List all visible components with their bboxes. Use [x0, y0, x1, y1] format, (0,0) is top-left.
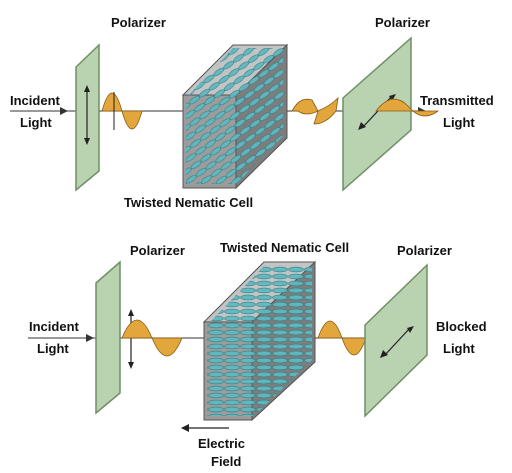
- top-incident-arrow: [60, 107, 68, 115]
- bottom-incident-label-1: Incident: [29, 319, 80, 334]
- electric-field-label-1: Electric: [198, 436, 245, 451]
- top-left-axis-arrow-down: [84, 138, 90, 145]
- bottom-incident-label-2: Light: [37, 341, 69, 356]
- bottom-after-cell-wave: [317, 320, 367, 356]
- electric-field-label-2: Field: [211, 454, 241, 469]
- top-panel: Polarizer Polarizer Incident Light Trans…: [10, 15, 494, 210]
- bottom-incident-arrow: [86, 334, 94, 342]
- top-transmitted-label-1: Transmitted: [420, 93, 494, 108]
- bottom-right-axis-arrow-a: [380, 350, 388, 358]
- bottom-left-axis-arrow-down: [128, 362, 134, 369]
- top-incident-label-2: Light: [20, 115, 52, 130]
- top-left-axis-arrow-up: [84, 85, 90, 92]
- top-cell-molecules: [186, 48, 283, 184]
- top-right-axis-arrow-b: [389, 94, 396, 101]
- top-polarizer-left-label: Polarizer: [111, 15, 166, 30]
- top-transmitted-label-2: Light: [443, 115, 475, 130]
- bottom-cell-molecules: [207, 266, 312, 416]
- top-polarizer-right-label: Polarizer: [375, 15, 430, 30]
- top-right-polarizer: [342, 36, 412, 192]
- bottom-left-axis-arrow-up: [128, 309, 134, 316]
- top-twisted-wave-2: [313, 96, 339, 125]
- bottom-right-polarizer: [364, 263, 428, 418]
- top-transmitted-wave: [375, 98, 440, 117]
- electric-field-arrowhead: [181, 424, 189, 432]
- top-incident-wave: [101, 92, 143, 130]
- bottom-polarizer-left-label: Polarizer: [130, 243, 185, 258]
- bottom-panel: Polarizer Twisted Nematic Cell Polarizer…: [28, 240, 487, 469]
- bottom-left-polarizer: [95, 260, 121, 415]
- top-cell-label: Twisted Nematic Cell: [124, 195, 253, 210]
- bottom-cell-label: Twisted Nematic Cell: [220, 240, 349, 255]
- bottom-right-polarizer-axis: [383, 327, 411, 357]
- top-incident-label-1: Incident: [10, 93, 61, 108]
- bottom-incident-wave: [121, 319, 183, 357]
- bottom-polarizer-right-label: Polarizer: [397, 243, 452, 258]
- bottom-blocked-label-2: Light: [443, 341, 475, 356]
- bottom-blocked-label-1: Blocked: [436, 319, 487, 334]
- top-right-axis-arrow-a: [358, 122, 366, 130]
- bottom-right-axis-arrow-b: [407, 326, 414, 333]
- top-twisted-wave: [291, 98, 319, 115]
